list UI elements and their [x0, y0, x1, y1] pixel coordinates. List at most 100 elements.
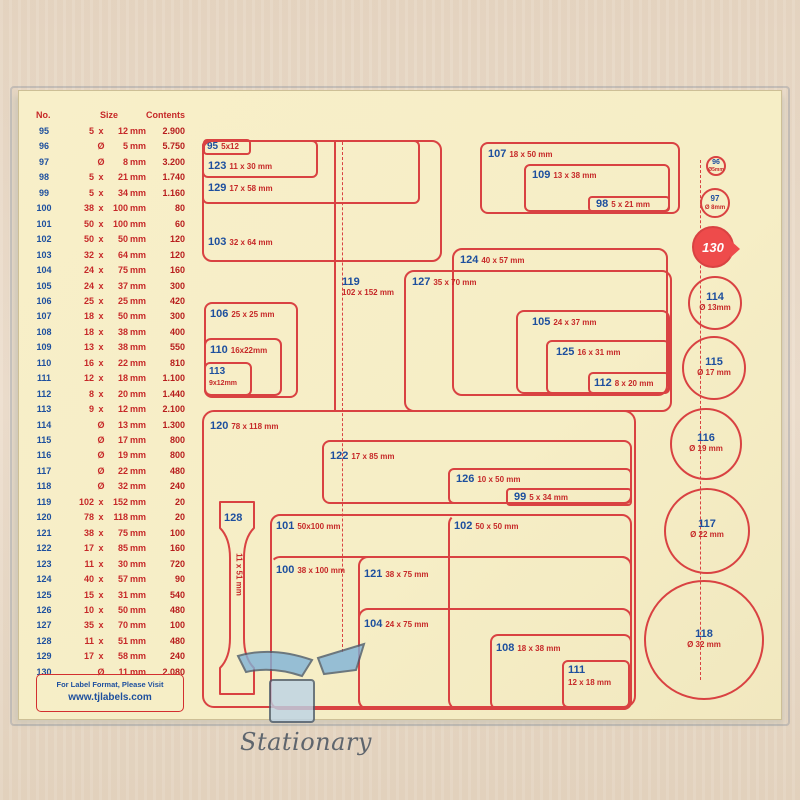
table-cell-u: mm	[130, 666, 147, 677]
table-cell-u: mm	[130, 620, 147, 631]
table-cell-u: mm	[130, 574, 147, 585]
table-cell-u: mm	[130, 558, 147, 569]
table-cell-qty: 400	[169, 326, 185, 337]
table-cell-x: Ø	[97, 481, 105, 492]
table-cell-h: 38	[117, 326, 128, 337]
table-cell-qty: 1.440	[162, 388, 185, 399]
table-cell-w: 10	[83, 604, 94, 615]
table-cell-u: mm	[130, 635, 147, 646]
table-cell-u: mm	[130, 651, 147, 662]
table-cell-x: x	[98, 357, 104, 368]
table-cell-qty: 720	[169, 558, 185, 569]
circle-label-130: 130	[692, 226, 740, 268]
table-cell-x: x	[98, 635, 104, 646]
table-cell-qty: 80	[174, 203, 185, 214]
table-cell-x: Ø	[97, 141, 105, 152]
table-cell-no: 124	[36, 574, 52, 585]
table-cell-w: 78	[83, 512, 94, 523]
table-cell-qty: 480	[169, 635, 185, 646]
table-cell-w: 24	[83, 280, 94, 291]
table-cell-w: 18	[83, 311, 94, 322]
table-cell-h: 118	[113, 512, 128, 523]
table-cell-qty: 100	[169, 527, 185, 538]
table-cell-u: mm	[130, 496, 147, 507]
table-cell-x: x	[98, 589, 104, 600]
table-cell-h: 13	[117, 419, 128, 430]
table-cell-w: 17	[83, 651, 94, 662]
table-cell-x: x	[98, 172, 104, 183]
table-cell-h: 12	[117, 404, 128, 415]
table-cell-h: 22	[117, 357, 128, 368]
table-cell-u: mm	[130, 465, 147, 476]
stationary-logo-icon	[236, 642, 366, 723]
table-cell-no: 97	[38, 156, 49, 167]
table-cell-h: 75	[117, 265, 128, 276]
table-cell-qty: 300	[169, 311, 185, 322]
table-cell-w: 17	[83, 543, 94, 554]
table-cell-no: 115	[36, 435, 52, 445]
table-cell-h: 38	[117, 342, 128, 353]
table-cell-h: 8	[122, 156, 128, 167]
table-header-contents: Contents	[146, 110, 185, 120]
table-cell-u: mm	[130, 404, 147, 415]
table-cell-u: mm	[130, 203, 147, 214]
table-cell-x: x	[98, 265, 104, 276]
table-cell-h: 75	[117, 527, 128, 538]
table-cell-x: Ø	[97, 419, 105, 430]
table-cell-u: mm	[130, 373, 147, 384]
table-cell-x: x	[98, 651, 104, 662]
table-cell-no: 107	[36, 311, 52, 322]
table-cell-h: 12	[117, 126, 128, 136]
table-cell-u: mm	[130, 527, 147, 538]
table-cell-w: 38	[83, 203, 94, 214]
table-cell-qty: 540	[169, 589, 185, 600]
table-cell-w: 9	[88, 404, 94, 415]
table-cell-w: 16	[83, 357, 94, 368]
table-cell-u: mm	[130, 187, 147, 198]
table-cell-w: 12	[83, 373, 94, 384]
table-cell-no: 129	[36, 651, 52, 662]
table-cell-x: x	[98, 496, 104, 507]
table-cell-no: 100	[36, 203, 52, 214]
dashed-guide	[342, 142, 343, 652]
table-cell-w: 5	[88, 187, 94, 198]
table-cell-h: 17	[117, 435, 128, 445]
table-cell-no: 116	[36, 450, 52, 461]
table-cell-h: 85	[117, 543, 128, 554]
table-cell-qty: 420	[169, 295, 185, 306]
table-cell-qty: 1.160	[162, 187, 185, 198]
table-cell-no: 119	[36, 496, 52, 507]
table-cell-x: x	[98, 543, 104, 554]
table-cell-x: Ø	[97, 450, 105, 461]
table-cell-u: mm	[130, 357, 147, 368]
table-cell-no: 98	[38, 172, 49, 183]
table-cell-h: 50	[117, 604, 128, 615]
table-cell-qty: 800	[169, 435, 185, 445]
table-cell-qty: 90	[174, 574, 185, 585]
table-cell-qty: 240	[169, 651, 185, 662]
table-cell-w: 5	[88, 126, 94, 136]
table-cell-no: 99	[38, 187, 49, 198]
table-cell-w: 40	[83, 574, 94, 585]
table-cell-h: 34	[117, 187, 128, 198]
table-cell-w: 35	[83, 620, 94, 631]
table-cell-w: 5	[88, 172, 94, 183]
table-cell-x: x	[98, 295, 104, 306]
table-cell-h: 64	[117, 249, 128, 260]
label-129-text: 129 17 x 58 mm	[208, 182, 273, 194]
table-cell-h: 100	[112, 203, 128, 214]
table-cell-x: x	[98, 126, 104, 136]
